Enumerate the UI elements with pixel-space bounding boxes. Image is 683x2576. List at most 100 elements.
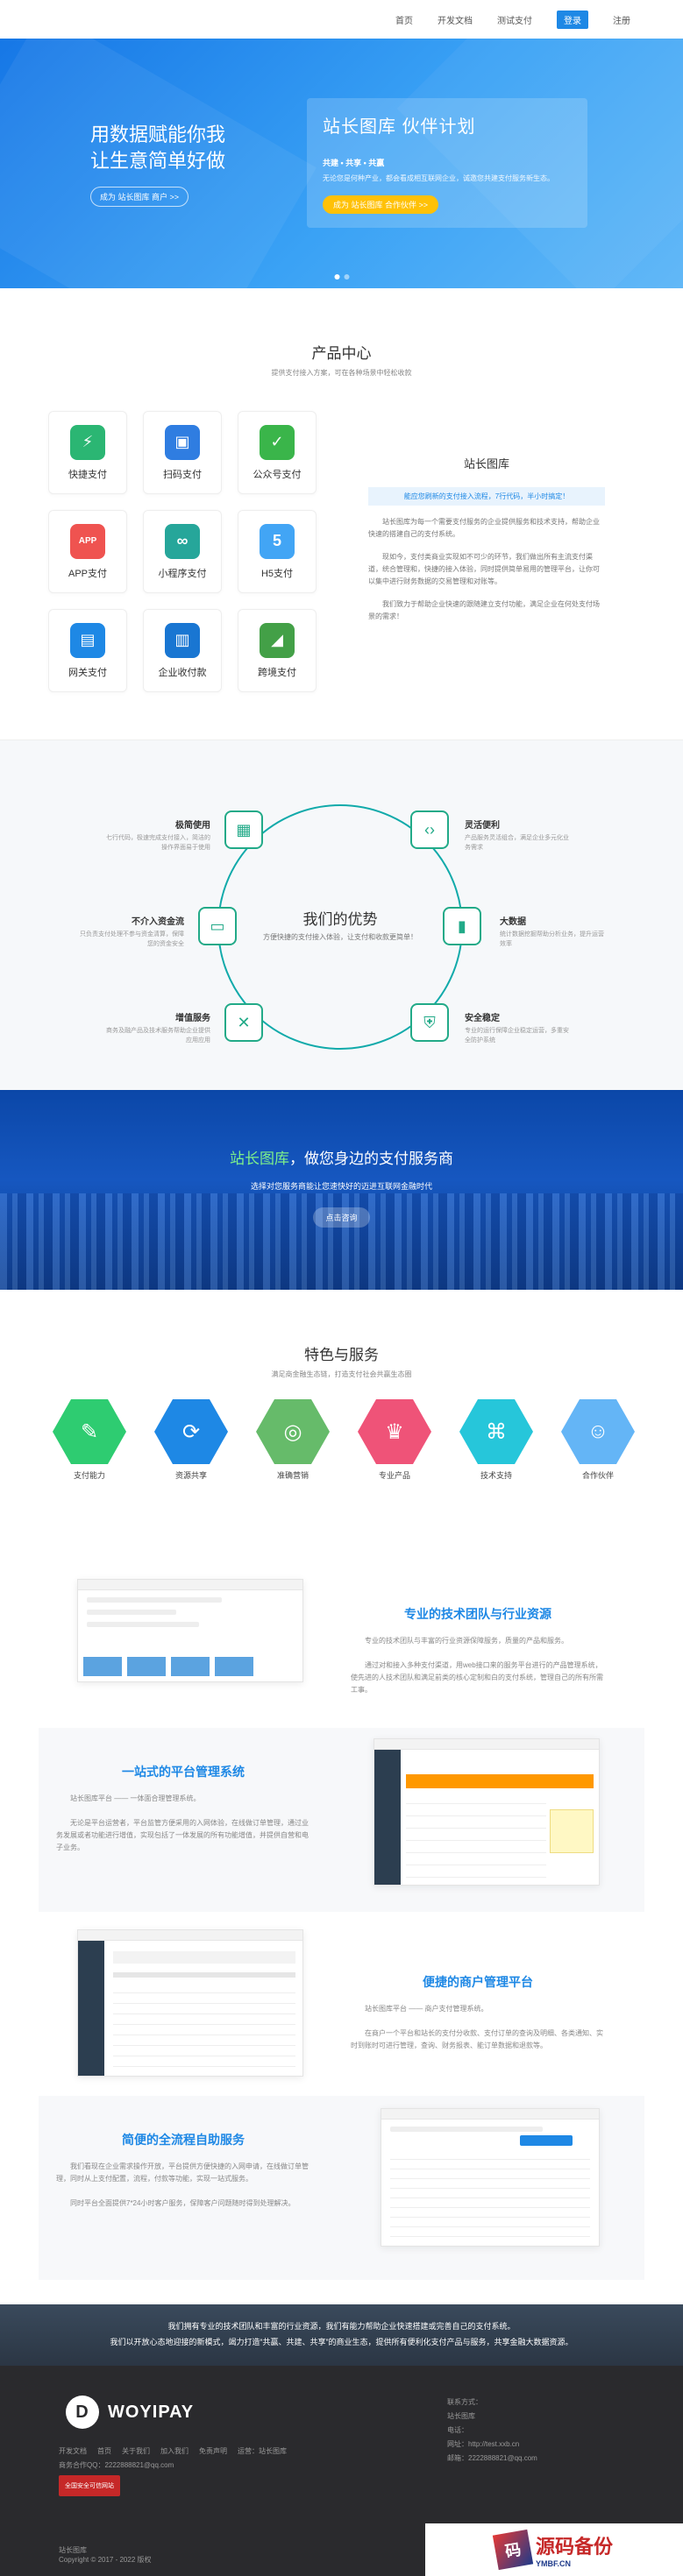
feature-item[interactable]: ♛ 专业产品 <box>358 1399 431 1481</box>
feature-label: 专业产品 <box>378 1471 410 1480</box>
advantage-item-title: 增值服务 <box>175 1014 210 1023</box>
carousel-dot[interactable] <box>334 274 339 280</box>
watermark-domain: YMBF.CN <box>535 2559 571 2568</box>
product-tile[interactable]: ⚡快捷支付 <box>48 411 127 494</box>
city-banner-title-rest: ，做您身边的支付服务商 <box>289 1150 453 1167</box>
product-icon: ▣ <box>165 424 200 460</box>
mock-stat-row <box>113 1951 295 1964</box>
tools-icon: ✕ <box>224 1003 263 1042</box>
feature-icon: ☺ <box>561 1399 635 1464</box>
carousel-dot[interactable] <box>344 274 349 280</box>
footer-link[interactable]: 运营：站长图库 <box>238 2447 287 2455</box>
top-nav: 首页 开发文档 测试支付 登录 注册 <box>0 0 683 39</box>
brand-name: WOYIPAY <box>108 2402 195 2422</box>
product-tile[interactable]: ∞小程序支付 <box>143 510 222 593</box>
footer-link[interactable]: 关于我们 <box>122 2447 150 2455</box>
feature-icon: ♛ <box>358 1399 431 1464</box>
footer-links: 开发文档 首页 关于我们 加入我们 免责声明 运营：站长图库 <box>59 2446 287 2456</box>
feature-icon: ⟳ <box>154 1399 228 1464</box>
product-intro-tag: 能应您刷新的支付接入流程，7行代码，半小时搞定！ <box>368 487 605 506</box>
feature-block-title: 一站式的平台管理系统 <box>122 1765 245 1779</box>
nav-home[interactable]: 首页 <box>395 16 413 26</box>
login-button[interactable]: 登录 <box>557 10 588 29</box>
contact-line: 网址：http://test.xxb.cn <box>447 2440 520 2448</box>
feature-block-title: 专业的技术团队与行业资源 <box>404 1607 551 1621</box>
nav-test-pay[interactable]: 测试支付 <box>497 16 532 26</box>
contact-line: 邮箱：2222888821@qq.com <box>447 2454 537 2462</box>
feature-block-title: 简便的全流程自助服务 <box>122 2133 245 2147</box>
feature-block-paragraph: 同时平台全面提供7*24小时客户服务，保障客户问题随时得到处理解决。 <box>70 2199 295 2207</box>
feature-icon: ✎ <box>53 1399 126 1464</box>
footer-link[interactable]: 加入我们 <box>160 2447 189 2455</box>
advantage-item-desc: 七行代码，极速完成支付接入，简洁的操作界面易于使用 <box>106 835 210 851</box>
feature-icon: ◎ <box>256 1399 330 1464</box>
dashboard-screenshot <box>374 1738 600 1886</box>
mock-row <box>87 1610 177 1615</box>
nav-dev-docs[interactable]: 开发文档 <box>438 16 473 26</box>
feature-icon: ⌘ <box>459 1399 533 1464</box>
hero-headline-2: 让生意简单好做 <box>90 150 226 172</box>
feature-block-merchant: 便捷的商户管理平台 站长图库平台 —— 商户支付管理系统。 在商户一个平台和站长… <box>0 1912 683 2096</box>
product-intro-title: 站长图库 <box>463 457 509 471</box>
section-subtitle: 提供支付接入方案，可在各种场景中轻松收款 <box>271 369 412 377</box>
mock-sidebar <box>78 1941 104 2076</box>
feature-block-paragraph: 通过对和接入多种支付渠道，用web接口来的服务平台进行的产品管理系统，使先进的人… <box>351 1661 603 1694</box>
mock-form <box>390 2153 590 2237</box>
feature-block-platform: 一站式的平台管理系统 站长图库平台 —— 一体面合理管理系统。 无论是平台运营者… <box>39 1728 644 1912</box>
feature-item[interactable]: ◎ 准确营销 <box>256 1399 330 1481</box>
footer-link[interactable]: 免责声明 <box>199 2447 227 2455</box>
advantage-center: 我们的优势 方便快捷的支付接入体验，让支付和收款更简单！ <box>217 907 463 942</box>
product-label: 小程序支付 <box>158 568 207 579</box>
product-tile[interactable]: ▤网关支付 <box>48 609 127 692</box>
register-link[interactable]: 注册 <box>613 16 630 26</box>
feature-item[interactable]: ⌘技术支持 <box>459 1399 533 1481</box>
feature-label: 资源共享 <box>174 1471 207 1480</box>
features-section: 特色与服务 满足商金融生态链，打造支付社会共赢生态圈 ✎支付能力⟳资源共享◎准确… <box>0 1290 683 1588</box>
product-tile[interactable]: ▣ 扫码支付 <box>143 411 222 494</box>
become-merchant-button[interactable]: 成为 站长图库 商户 >> <box>90 187 189 207</box>
product-tile[interactable]: ▥企业收付款 <box>143 609 222 692</box>
product-tile[interactable]: ✓公众号支付 <box>238 411 317 494</box>
trust-badge[interactable]: 全国安全可信网站 <box>59 2475 120 2496</box>
advantage-title: 我们的优势 <box>302 911 378 928</box>
footer-logo[interactable]: D WOYIPAY <box>66 2396 194 2429</box>
partner-card-desc: 无论您是何种产业，都会看成相互联网企业，诚邀您共建支付服务新生态。 <box>323 174 554 182</box>
become-partner-button[interactable]: 成为 站长图库 合作伙伴 >> <box>323 195 439 214</box>
advantage-item-desc: 产品服务灵活组合，满足企业多元化业务需求 <box>465 835 569 851</box>
feature-label: 准确营销 <box>276 1471 309 1480</box>
mock-chart-grid <box>406 1795 546 1878</box>
feature-block-paragraph: 站长图库平台 —— 商户支付管理系统。 <box>365 2005 488 2013</box>
feature-block-paragraph: 我们看现在企业需求操作开放，平台提供方便快捷的入网申请，在线做订单管理，同时从上… <box>56 2162 309 2183</box>
shield-icon: ⛨ <box>410 1003 449 1042</box>
advantage-item: 极简使用 七行代码，极速完成支付接入，简洁的操作界面易于使用 <box>105 817 210 853</box>
copyright-line: Copyright © 2017 - 2022 版权 <box>59 2556 152 2564</box>
footer: D WOYIPAY 开发文档首页关于我们加入我们免责声明运营：站长图库 商务合作… <box>0 2366 683 2576</box>
product-label: 公众号支付 <box>253 469 302 480</box>
contact-line: 站长图库 <box>447 2412 475 2420</box>
feature-item[interactable]: ☺合作伙伴 <box>561 1399 635 1481</box>
product-label: 扫码支付 <box>163 469 202 480</box>
product-icon: ▥ <box>165 622 200 658</box>
partner-card-title: 站长图库 伙伴计划 <box>323 117 476 137</box>
mock-row <box>87 1597 222 1603</box>
footer-link[interactable]: 开发文档 <box>59 2447 87 2455</box>
advantage-item-title: 灵活便利 <box>465 821 500 831</box>
city-skyline-image <box>0 1193 683 1290</box>
mock-orange-bar <box>406 1774 594 1788</box>
product-tile[interactable]: ◢跨境支付 <box>238 609 317 692</box>
feature-item[interactable]: ⟳ 资源共享 <box>154 1399 228 1481</box>
consult-button[interactable]: 点击咨询 <box>313 1207 370 1228</box>
mock-note <box>550 1809 594 1853</box>
advantage-item-title: 大数据 <box>500 917 526 927</box>
feature-item[interactable]: ✎支付能力 <box>53 1399 126 1481</box>
product-intro-paragraph: 现如今，支付类商业实现如不可少的环节，我们做出所有主流支付渠道，统合管理和，快捷… <box>368 553 600 585</box>
mock-row <box>113 1972 295 1978</box>
mock-row <box>390 2127 543 2132</box>
advantage-item: 安全稳定 专业的运行保障企业稳定运营，多重安全防护系统 <box>465 1010 570 1045</box>
browser-icon: ▭ <box>198 907 237 945</box>
hero-banner: 用数据赋能你我 让生意简单好做 成为 站长图库 商户 >> 站长图库 伙伴计划 … <box>0 39 683 288</box>
footer-link[interactable]: 首页 <box>97 2447 111 2455</box>
